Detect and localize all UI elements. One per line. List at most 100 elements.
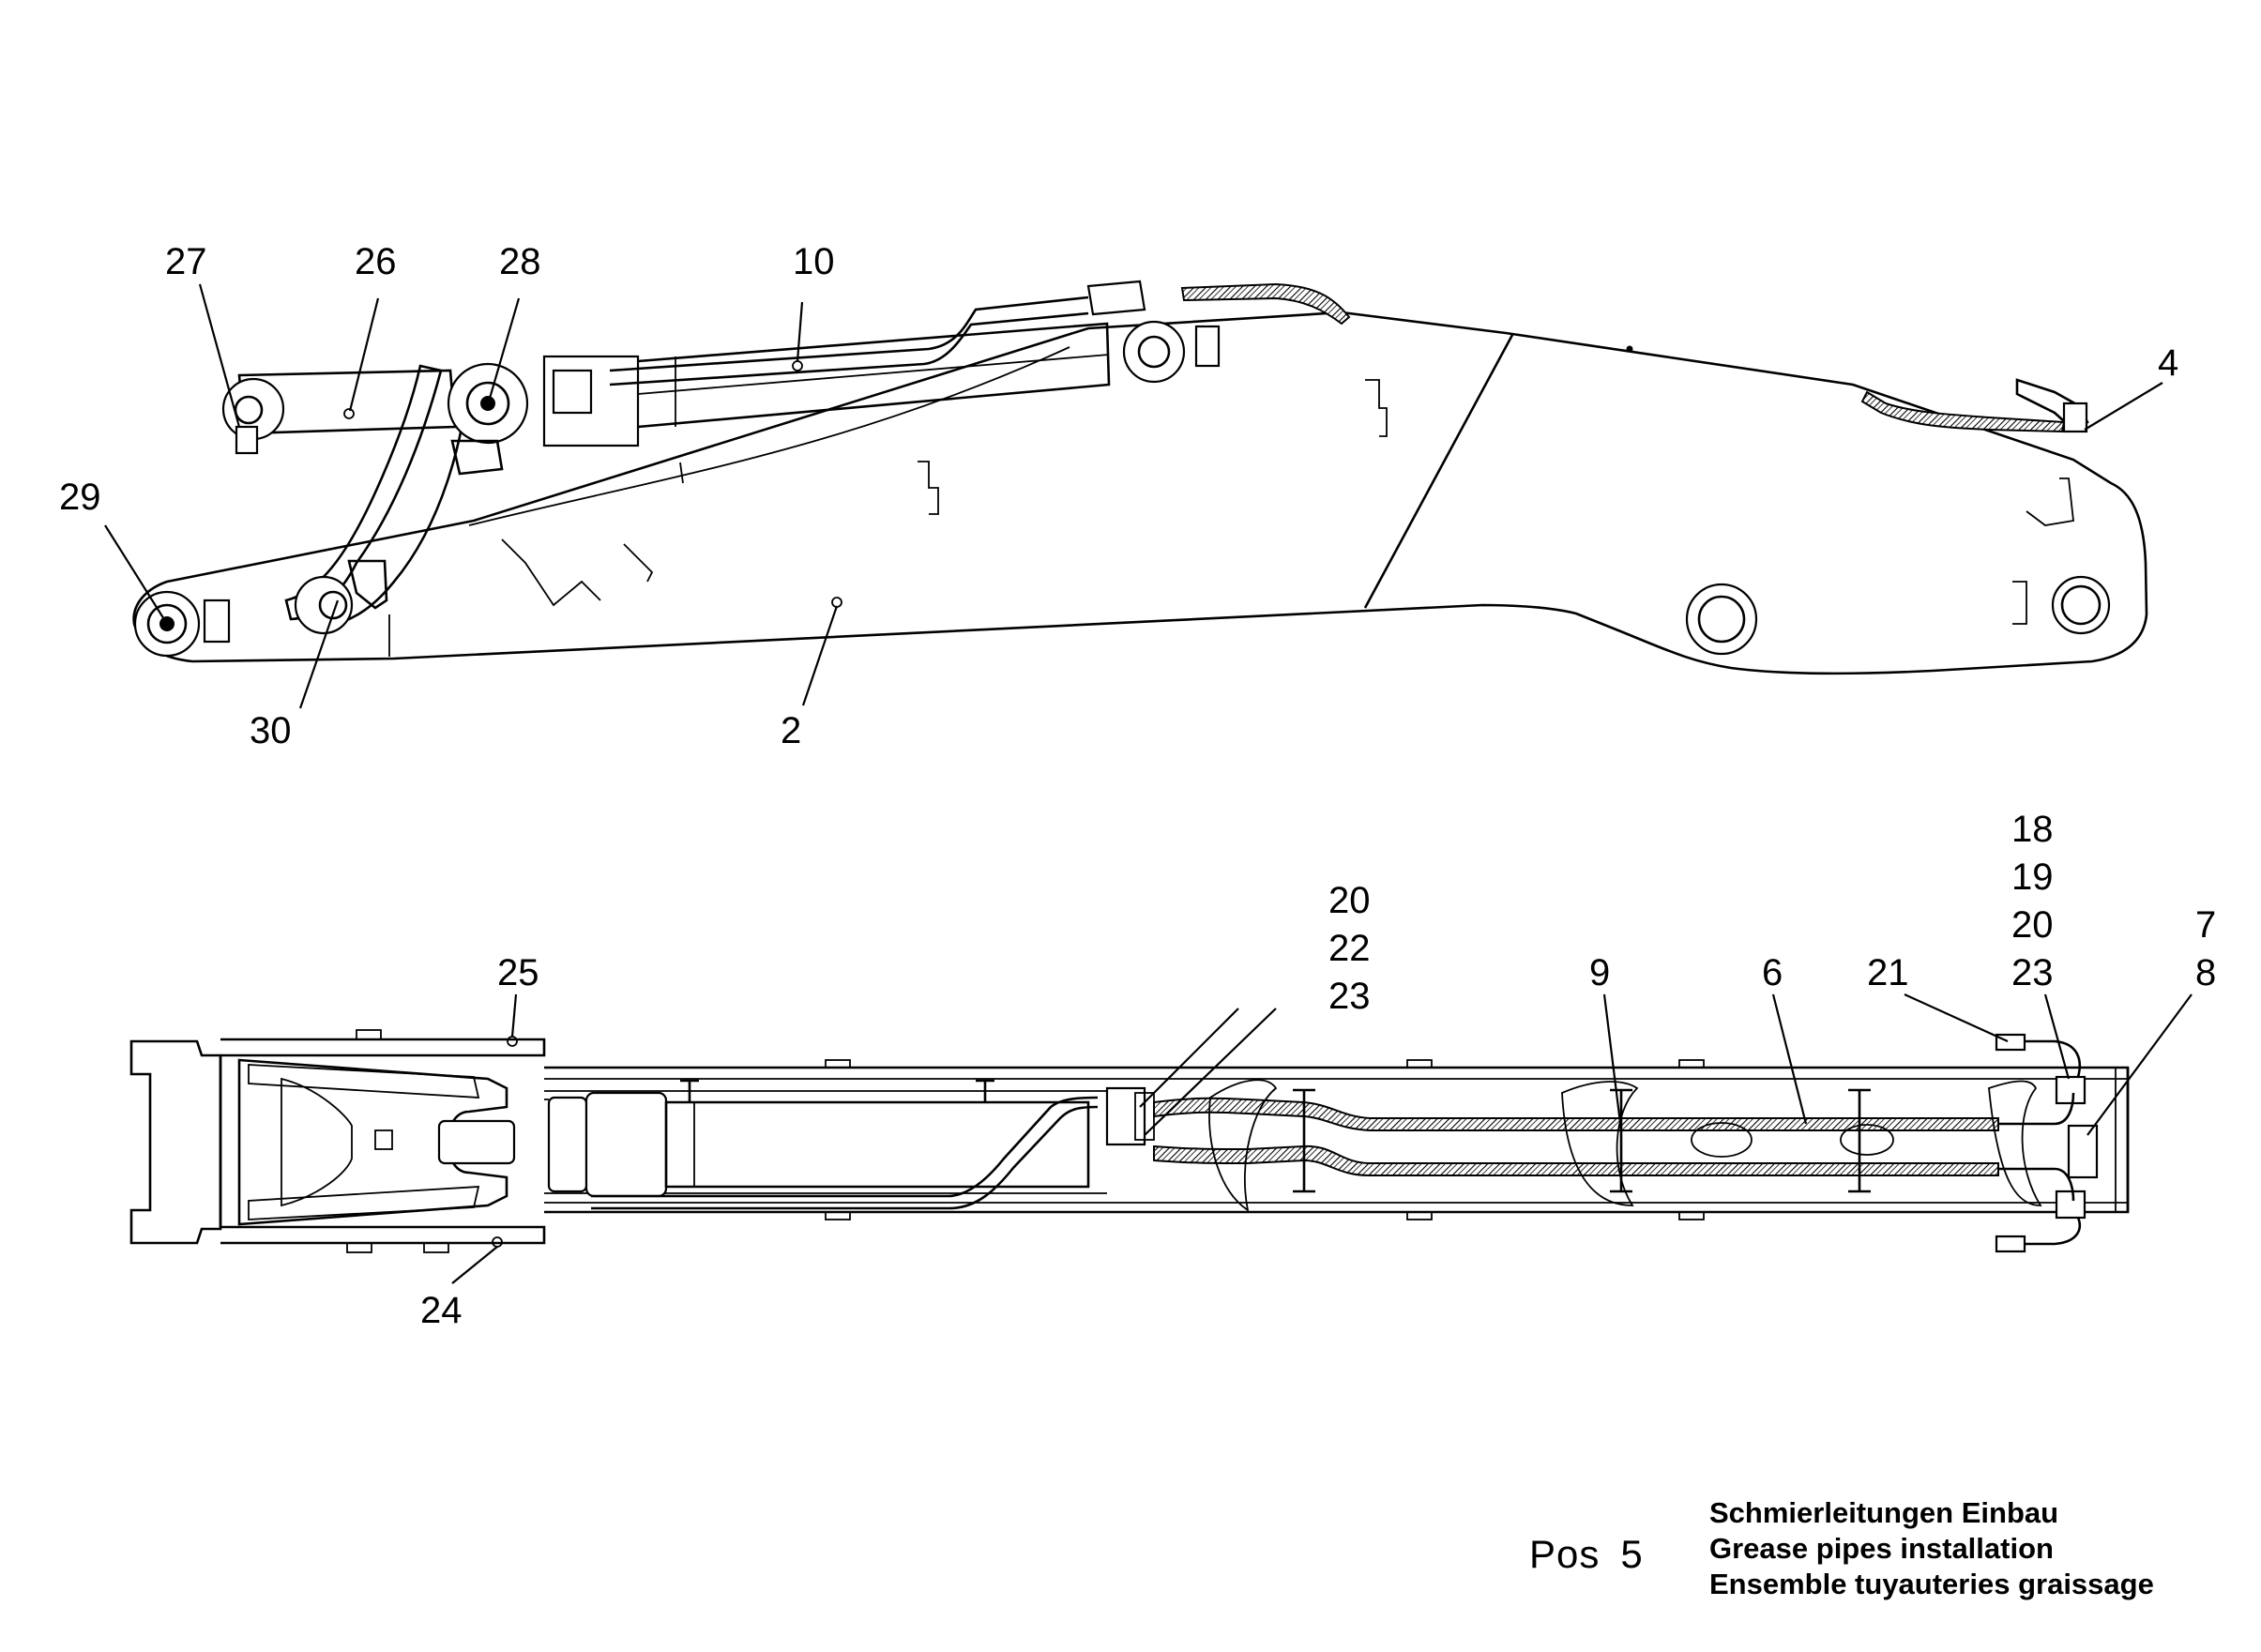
- pin-27-lock: [235, 425, 259, 455]
- pipe-stub: [679, 462, 684, 484]
- pin-28: [465, 381, 510, 426]
- pin-29-lock: [203, 599, 231, 644]
- nipple-25: [507, 1036, 518, 1047]
- leader-6: [1771, 993, 1808, 1125]
- bolt-tab-7: [356, 1029, 382, 1040]
- leader-10: [796, 301, 804, 362]
- bolt-tab-8: [346, 1242, 372, 1253]
- cylinder-pivot-lock: [1194, 325, 1221, 368]
- access-hole-2: [1840, 1124, 1894, 1156]
- pin-30-eye: [294, 575, 354, 635]
- grease-nipple-28: [480, 396, 495, 411]
- top-cylinder-gland: [584, 1091, 668, 1198]
- bolt-tab-5: [1406, 1211, 1433, 1220]
- clamp-b: [918, 461, 939, 515]
- external-pipe-upper: [2008, 1039, 2082, 1078]
- leader-4: [2084, 382, 2163, 431]
- top-view: 25 24 20 22 23 9 6 21 18 19 20 23 7 8: [129, 809, 2216, 1331]
- top-grease-pipe-b: [591, 1105, 1099, 1210]
- callout-28: 28: [499, 241, 541, 282]
- nipple-2: [831, 597, 842, 608]
- top-head-upper-plate: [220, 1038, 546, 1057]
- grease-block-4: [2062, 402, 2088, 433]
- callout-10: 10: [793, 241, 835, 282]
- bolt-tab-1: [825, 1059, 851, 1068]
- leader-9: [1602, 993, 1623, 1131]
- pipe-clamp: [1086, 280, 1146, 316]
- callout-group2-18: 18: [2011, 809, 2054, 850]
- top-head-lugs: [129, 1039, 222, 1245]
- access-hole-1: [1691, 1122, 1753, 1158]
- bolt-tab-4: [825, 1211, 851, 1220]
- leader-27: [198, 283, 241, 428]
- leader-21: [1904, 993, 2009, 1043]
- cylinder-pivot-pin: [1137, 335, 1171, 369]
- top-head-lower-plate: [220, 1225, 546, 1245]
- callout-26: 26: [355, 241, 397, 282]
- callout-29: 29: [59, 477, 101, 518]
- pin-29: [146, 603, 188, 644]
- rear-fitting-lower: [2055, 1190, 2086, 1220]
- rear-fitting-upper: [2055, 1075, 2086, 1105]
- top-cylinder-head: [547, 1096, 588, 1193]
- leader-g1-b: [1144, 1008, 1277, 1136]
- clamp-e: [2026, 477, 2074, 526]
- callout-4: 4: [2158, 342, 2178, 384]
- diaphragm-3: [1988, 1080, 2042, 1206]
- leader-2: [801, 605, 839, 706]
- hose-clamp-mid: [1293, 1088, 1315, 1193]
- pos-text: Pos: [1529, 1532, 1601, 1576]
- top-hose-lower: [1153, 1144, 1999, 1176]
- leader-7-8: [2086, 993, 2193, 1136]
- hose-clamp-6: [1848, 1088, 1871, 1193]
- callout-9: 9: [1589, 952, 1610, 993]
- top-link-slot: [374, 1129, 393, 1150]
- web-stiffener-1: [680, 1079, 994, 1102]
- nipple-26: [343, 408, 355, 419]
- grease-hose-rear: [1860, 390, 2066, 433]
- pos-number: 5: [1620, 1532, 1644, 1576]
- nipple-10: [792, 360, 803, 371]
- top-link-pin: [437, 1119, 516, 1165]
- pin-28-lock: [450, 439, 504, 476]
- bolt-tab-6: [1678, 1211, 1705, 1220]
- top-cylinder-barrel: [664, 1100, 1090, 1189]
- grease-hose-upper: [1180, 282, 1351, 326]
- nipple-lower: [1995, 1235, 2026, 1253]
- external-pipe-lower: [2008, 1217, 2082, 1246]
- callout-2: 2: [781, 710, 801, 751]
- callout-group1-23: 23: [1328, 976, 1371, 1017]
- side-view: 27 26 28 10 4 29 30 2: [59, 241, 2178, 751]
- top-boom-body: [544, 1066, 2130, 1214]
- link-arm: [284, 364, 443, 621]
- rear-pipe-upper: [1998, 1092, 2075, 1126]
- leader-24: [451, 1246, 498, 1284]
- clamp-a: [1365, 379, 1388, 437]
- bolt-tab-3: [1678, 1059, 1705, 1068]
- grease-pipe-lower: [609, 311, 1089, 386]
- title-english: Grease pipes installation: [1709, 1532, 2054, 1565]
- position-label: Pos 5: [1529, 1532, 1664, 1577]
- boom-foot-pin: [1697, 595, 1746, 644]
- callout-group2-20: 20: [2011, 904, 2054, 946]
- clamp-d: [623, 543, 654, 583]
- diaphragm-2: [1561, 1081, 1639, 1206]
- bolt-tab-2: [1406, 1059, 1433, 1068]
- callout-27: 27: [165, 241, 207, 282]
- leader-g1-a: [1139, 1008, 1239, 1108]
- top-grease-pipe-a: [591, 1096, 1099, 1198]
- clamp-f: [2012, 581, 2027, 625]
- callout-25: 25: [497, 952, 539, 993]
- leader-29: [104, 524, 168, 625]
- top-link-bar-lower: [248, 1186, 480, 1220]
- callout-21: 21: [1867, 952, 1909, 993]
- top-hose-upper: [1153, 1097, 1999, 1131]
- callout-group2-23: 23: [2011, 952, 2054, 993]
- grease-pipe-upper: [609, 296, 1089, 372]
- pin-30: [318, 590, 348, 620]
- boom-rear-pin: [2060, 584, 2102, 626]
- callout-30: 30: [250, 710, 292, 751]
- top-link-bar-upper: [248, 1064, 480, 1099]
